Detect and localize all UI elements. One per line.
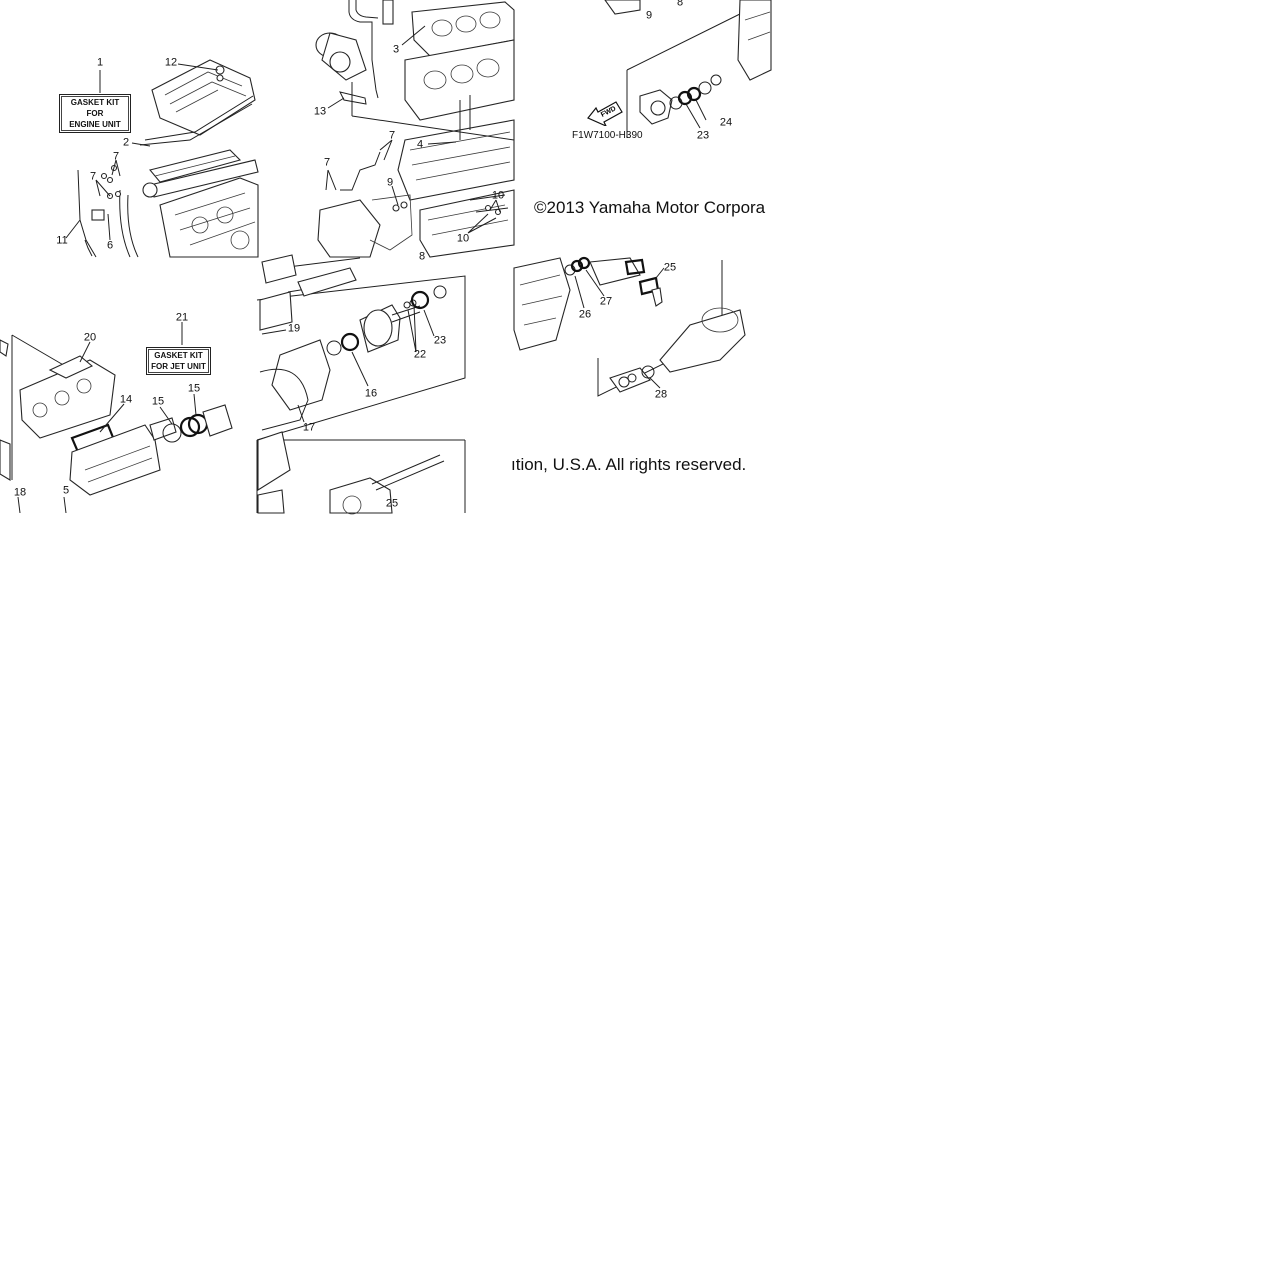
jet-pump-drawing	[256, 254, 466, 515]
callout-number: 7	[89, 170, 97, 183]
callout-number: 11	[56, 234, 68, 247]
callout-number: 22	[413, 348, 427, 361]
callout-number: 20	[83, 331, 97, 344]
callout-number: 14	[119, 393, 133, 406]
callout-number: 7	[112, 150, 120, 163]
callout-number: 7	[388, 129, 396, 142]
kit-jet-line-1: GASKET KIT	[154, 351, 203, 360]
callout-number: 8	[418, 250, 426, 263]
callout-number: 9	[386, 176, 394, 189]
callout-number: 19	[287, 322, 301, 335]
kit-engine-line-2: ENGINE UNIT	[69, 120, 121, 129]
leader-lines	[65, 25, 707, 433]
callout-number: 24	[719, 116, 733, 129]
callout-number: 10	[491, 189, 505, 202]
callout-number: 23	[433, 334, 447, 347]
callout-number: 4	[416, 138, 424, 151]
callout-number: 25	[663, 261, 677, 274]
callout-number: 1	[96, 56, 104, 69]
copyright-left: ©2013 Yamaha Motor Corpora	[534, 198, 766, 217]
callout-number: 7	[323, 156, 331, 169]
callout-number: 21	[175, 311, 189, 324]
callout-number: 16	[364, 387, 378, 400]
fwd-arrow-icon: FWD	[587, 101, 623, 126]
copyright-right: ıtion, U.S.A. All rights reserved.	[511, 455, 747, 474]
gasket-kit-engine-label: GASKET KIT FOR ENGINE UNIT	[59, 94, 131, 133]
callout-number: 9	[645, 9, 653, 22]
callout-number: 28	[654, 388, 668, 401]
exhaust-manifold-drawing	[0, 334, 233, 514]
callout-number: 27	[599, 295, 613, 308]
callout-number: 15	[151, 395, 165, 408]
intake-housing-drawing	[604, 0, 772, 138]
callout-number: 2	[122, 136, 130, 149]
gasket-kit-jet-label: GASKET KIT FOR JET UNIT	[146, 347, 211, 375]
engine-block-drawing	[315, 0, 515, 258]
cylinder-head-drawing	[77, 59, 259, 258]
diagram-code: F1W7100-H390	[572, 130, 643, 141]
callout-number: 23	[696, 129, 710, 142]
callout-number: 10	[456, 232, 470, 245]
kit-jet-line-2: FOR JET UNIT	[151, 362, 206, 371]
callout-number: 13	[313, 105, 327, 118]
callout-number: 3	[392, 43, 400, 56]
callout-number: 17	[302, 421, 316, 434]
callout-number: 6	[106, 239, 114, 252]
callout-number: 25	[385, 497, 399, 510]
callout-number: 5	[62, 484, 70, 497]
kit-engine-line-1: GASKET KIT FOR	[70, 98, 120, 118]
nozzle-drawing	[513, 256, 746, 397]
callout-number: 18	[13, 486, 27, 499]
callout-number: 15	[187, 382, 201, 395]
callout-number: 8	[676, 0, 684, 9]
callout-number: 12	[164, 56, 178, 69]
callout-number: 26	[578, 308, 592, 321]
